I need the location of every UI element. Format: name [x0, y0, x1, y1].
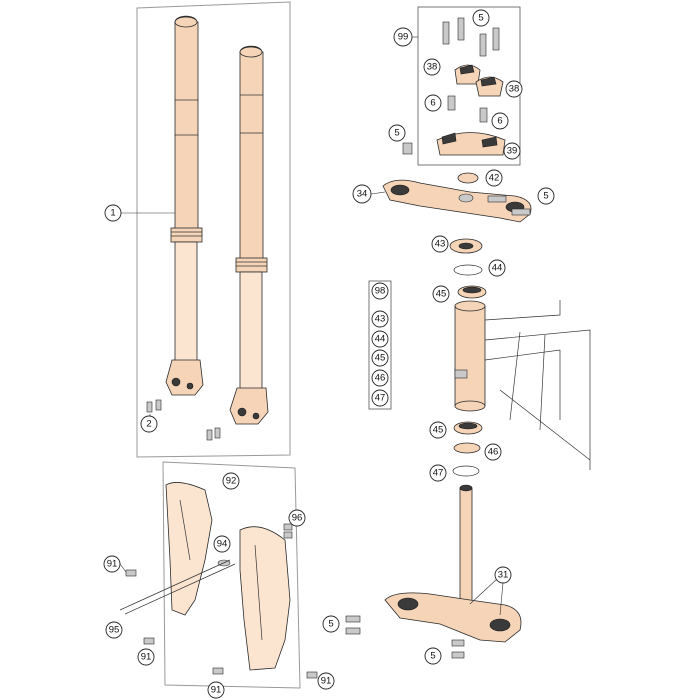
svg-text:44: 44 — [375, 334, 386, 345]
oring-44 — [453, 264, 483, 276]
callout-98: 98 — [371, 282, 389, 300]
svg-text:34: 34 — [357, 189, 368, 200]
bolt-91-d — [306, 671, 318, 679]
upper-triple-clamp — [382, 179, 532, 223]
svg-text:46: 46 — [488, 447, 499, 458]
callout-44-top: 44 — [488, 259, 506, 277]
callout-1: 1 — [104, 204, 122, 222]
callout-91-mid: 91 — [137, 648, 155, 666]
svg-text:31: 31 — [498, 570, 509, 581]
callout-6-right: 6 — [491, 112, 509, 130]
callout-95: 95 — [105, 621, 123, 639]
bolt-91-a — [125, 569, 137, 577]
svg-text:42: 42 — [489, 173, 500, 184]
svg-text:47: 47 — [433, 468, 444, 479]
callout-42: 42 — [485, 169, 503, 187]
svg-text:91: 91 — [141, 652, 152, 663]
callout-2-label: 2 — [146, 419, 151, 430]
svg-text:5: 5 — [328, 619, 333, 630]
svg-text:38: 38 — [509, 84, 520, 95]
kit-item-46: 46 — [371, 369, 389, 387]
bolt-91-b — [143, 637, 155, 645]
svg-text:95: 95 — [109, 625, 120, 636]
clamp-bolt-6b — [479, 107, 488, 123]
svg-text:6: 6 — [430, 98, 435, 109]
svg-text:91: 91 — [211, 685, 222, 696]
steering-stem — [459, 487, 473, 605]
svg-text:91: 91 — [107, 559, 118, 570]
svg-text:5: 5 — [394, 128, 399, 139]
callout-5-upper: 5 — [537, 187, 555, 205]
svg-text:45: 45 — [433, 425, 444, 436]
svg-text:6: 6 — [497, 116, 502, 127]
callout-94: 94 — [213, 535, 231, 553]
ring-47 — [452, 465, 480, 477]
bolt-5-lower-left — [345, 615, 361, 623]
fork-guard-frame — [162, 461, 301, 689]
svg-text:44: 44 — [492, 263, 503, 274]
callout-2: 2 — [140, 415, 158, 433]
callout-47: 47 — [429, 464, 447, 482]
svg-text:43: 43 — [435, 239, 446, 250]
svg-text:38: 38 — [427, 62, 438, 73]
svg-text:5: 5 — [478, 13, 483, 24]
callout-1-label: 1 — [110, 208, 115, 219]
callout-45-top: 45 — [432, 285, 450, 303]
callout-39: 39 — [503, 142, 521, 160]
callout-45-lower: 45 — [429, 421, 447, 439]
kit-item-45: 45 — [371, 349, 389, 367]
right-fork-leg — [229, 45, 269, 425]
callout-92: 92 — [222, 472, 240, 490]
fork-guard-right — [239, 526, 291, 671]
callout-91-left: 91 — [103, 555, 121, 573]
callout-34: 34 — [352, 184, 372, 204]
callout-91-bottom: 91 — [207, 681, 225, 699]
svg-text:92: 92 — [226, 476, 237, 487]
lower-triple-clamp — [384, 592, 522, 643]
callout-6-left: 6 — [424, 94, 442, 112]
callout-46: 46 — [484, 443, 502, 461]
svg-text:45: 45 — [375, 353, 386, 364]
svg-text:43: 43 — [375, 314, 386, 325]
svg-text:94: 94 — [217, 539, 228, 550]
callout-38-right: 38 — [505, 80, 523, 98]
svg-text:99: 99 — [398, 32, 409, 43]
svg-text:96: 96 — [292, 513, 303, 524]
callout-31: 31 — [494, 566, 512, 584]
callout-5-bottom: 5 — [424, 647, 442, 665]
left-fork-leg — [165, 15, 204, 396]
callout-5-top: 5 — [472, 9, 490, 27]
clamp-bolts — [442, 17, 500, 57]
callout-91-right: 91 — [317, 672, 335, 690]
bolt-91-c — [212, 667, 224, 675]
callout-43-top: 43 — [431, 235, 449, 253]
kit-item-44: 44 — [371, 330, 389, 348]
kit-item-43: 43 — [371, 310, 389, 328]
steering-nut-42 — [457, 172, 479, 184]
bolt-5-clamp — [402, 142, 413, 155]
clamp-bolt-6a — [447, 95, 456, 111]
fork-guard-left — [165, 482, 213, 616]
callout-5-clamp: 5 — [388, 124, 406, 142]
fork-group-frame — [136, 1, 291, 458]
svg-text:39: 39 — [507, 146, 518, 157]
callout-96: 96 — [288, 509, 306, 527]
svg-text:91: 91 — [321, 676, 332, 687]
svg-text:47: 47 — [375, 393, 386, 404]
callout-5-lower-left: 5 — [322, 615, 340, 633]
kit-item-47: 47 — [371, 389, 389, 407]
svg-text:45: 45 — [436, 289, 447, 300]
seal-46 — [453, 442, 481, 454]
callout-38-left: 38 — [423, 58, 441, 76]
svg-text:5: 5 — [543, 191, 548, 202]
callout-99: 99 — [393, 27, 413, 47]
frame-steering-head — [454, 300, 591, 470]
bleed-screws — [146, 399, 221, 441]
svg-text:5: 5 — [430, 651, 435, 662]
svg-text:46: 46 — [375, 373, 386, 384]
svg-text:98: 98 — [375, 286, 386, 297]
bearing-kit-box — [368, 280, 392, 410]
